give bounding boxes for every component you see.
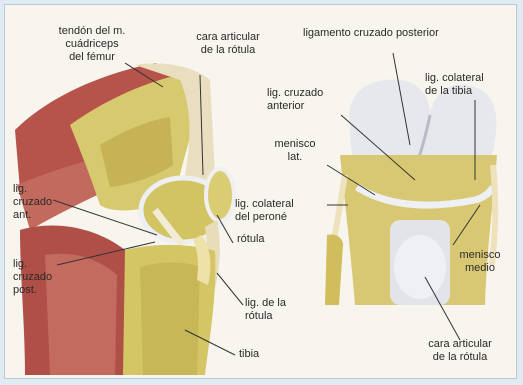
label-posterior-cruciate-ligament-left: lig. cruzado post. (13, 258, 73, 297)
tibia-marrow-shape (140, 263, 200, 376)
label-patellar-articular-face-top: cara articular de la rótula (173, 31, 283, 57)
fibula-shape (325, 234, 343, 305)
label-patellar-ligament: lig. de la rótula (245, 297, 325, 323)
label-anterior-cruciate-ligament-right: lig. cruzado anterior (267, 87, 367, 113)
leader-line (217, 273, 243, 305)
label-fibular-collateral-ligament: lig. colateral del peroné (235, 198, 335, 224)
label-patellar-articular-face-bottom: cara articular de la rótula (405, 338, 515, 364)
figure-frame: tendón del m. cuádriceps del fémur cara … (4, 4, 517, 379)
label-quadriceps-tendon: tendón del m. cuádriceps del fémur (27, 25, 157, 64)
label-medial-meniscus: menisco medio (445, 249, 515, 275)
label-tibial-collateral-ligament: lig. colateral de la tibia (425, 72, 515, 98)
patella-articular-surface-shape (394, 235, 446, 299)
label-lateral-meniscus: menisco lat. (260, 138, 330, 164)
patella-shape (206, 169, 234, 221)
label-patella: rótula (237, 233, 297, 246)
label-anterior-cruciate-ligament-left: lig. cruzado ant. (13, 183, 73, 222)
label-tibia: tibia (239, 348, 299, 361)
label-posterior-cruciate-ligament: ligamento cruzado posterior (303, 27, 513, 40)
